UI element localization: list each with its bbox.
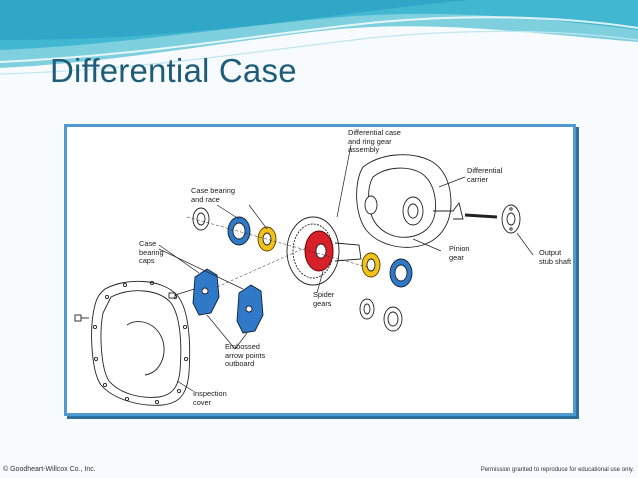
label-differential-carrier: Differential carrier bbox=[467, 166, 503, 184]
label-case-bearing-race: Case bearing and race bbox=[191, 186, 235, 204]
pinion-bearing-part bbox=[361, 252, 381, 278]
footer-copyright: © Goodheart-Willcox Co., Inc. bbox=[3, 466, 96, 473]
output-stub-shaft-part bbox=[464, 204, 521, 234]
label-inspection-cover: Inspection cover bbox=[193, 389, 227, 407]
bearing-race-right-part bbox=[389, 258, 413, 288]
header-wave-decoration bbox=[0, 0, 638, 95]
differential-carrier-part bbox=[356, 154, 464, 248]
inspection-cover-part bbox=[91, 280, 191, 406]
washer-part bbox=[192, 207, 210, 231]
figure-frame: Differential case and ring gear assembly… bbox=[64, 124, 576, 416]
footer-permission: Permission granted to reproduce for educ… bbox=[480, 467, 634, 473]
spacer-rings-part bbox=[359, 298, 403, 332]
bearing-race-left-part bbox=[227, 216, 251, 246]
bearing-cap-right-part bbox=[236, 284, 264, 334]
ring-gear-part bbox=[286, 216, 362, 286]
label-embossed-arrow: Embossed arrow points outboard bbox=[225, 342, 266, 369]
slide-title: Differential Case bbox=[50, 52, 297, 89]
assembly-axis bbox=[186, 216, 368, 288]
leader-lines bbox=[158, 144, 534, 392]
bearing-cap-left-part bbox=[192, 268, 220, 316]
label-output-stub-shaft: Output stub shaft bbox=[539, 248, 572, 266]
label-spider-gears: Spider gears bbox=[313, 290, 335, 308]
label-pinion-gear: Pinion gear bbox=[449, 244, 470, 262]
exploded-differential-diagram bbox=[74, 144, 534, 406]
cover-bolt-part bbox=[74, 314, 89, 322]
label-case-bearing-caps: Case bearing caps bbox=[139, 239, 164, 266]
label-case-assembly: Differential case and ring gear assembly bbox=[348, 128, 401, 155]
